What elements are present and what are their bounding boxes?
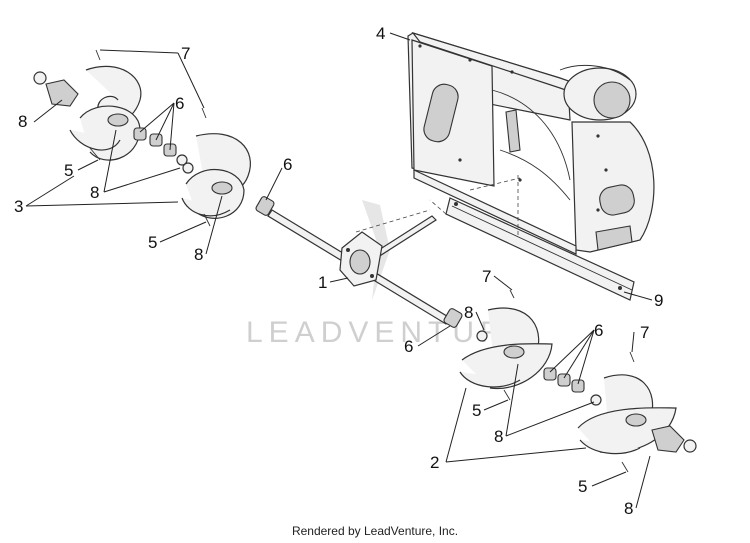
callout-gearbox: 1 (318, 273, 327, 292)
leader-lines (25, 32, 653, 509)
shaft-bushing-right (443, 308, 463, 328)
bushings-right (543, 367, 602, 406)
callout-flange-nut-left: 8 (18, 112, 27, 131)
auger-right-lower (577, 351, 697, 473)
callout-shear-pin-left-bottom: 5 (148, 233, 157, 252)
callout-nut-right-center: 8 (464, 303, 473, 322)
callout-bushing-right: 6 (594, 321, 603, 340)
callout-shear-bolt-far-right: 7 (640, 323, 649, 342)
callout-shear-bolt-top-left: 7 (181, 44, 190, 63)
callout-shear-bolt-right: 7 (482, 267, 491, 286)
callout-auger-right: 2 (430, 453, 439, 472)
callout-shear-pin-left-top: 5 (64, 161, 73, 180)
auger-housing (407, 31, 655, 255)
alignment-lines (355, 175, 521, 238)
gearbox (339, 231, 383, 287)
callout-bearing-nut-left: 8 (90, 183, 99, 202)
callout-bushing-left-top: 6 (175, 94, 184, 113)
callout-shaft-bushing: 6 (283, 155, 292, 174)
callout-nut-right-bottom: 8 (624, 499, 633, 518)
callout-shear-pin-right: 5 (472, 401, 481, 420)
callout-auger-left: 3 (14, 197, 23, 216)
footer-credit: Rendered by LeadVenture, Inc. (291, 524, 459, 538)
callout-nut-right-lower: 8 (494, 427, 503, 446)
auger-left-bottom (181, 133, 251, 227)
callout-shear-pin-right-bottom: 5 (578, 477, 587, 496)
callout-housing: 4 (376, 24, 385, 43)
callout-bushing-right-center: 6 (404, 337, 413, 356)
shaft-bushing-left (255, 196, 275, 216)
scraper-bar (429, 197, 635, 301)
callout-nut-left-bottom: 8 (194, 245, 203, 264)
callout-labels: 4 7 6 8 3 5 8 6 5 8 1 9 7 8 6 6 7 5 8 2 … (14, 24, 663, 518)
callout-scraper-bar: 9 (654, 291, 663, 310)
auger-right-center (459, 289, 553, 401)
